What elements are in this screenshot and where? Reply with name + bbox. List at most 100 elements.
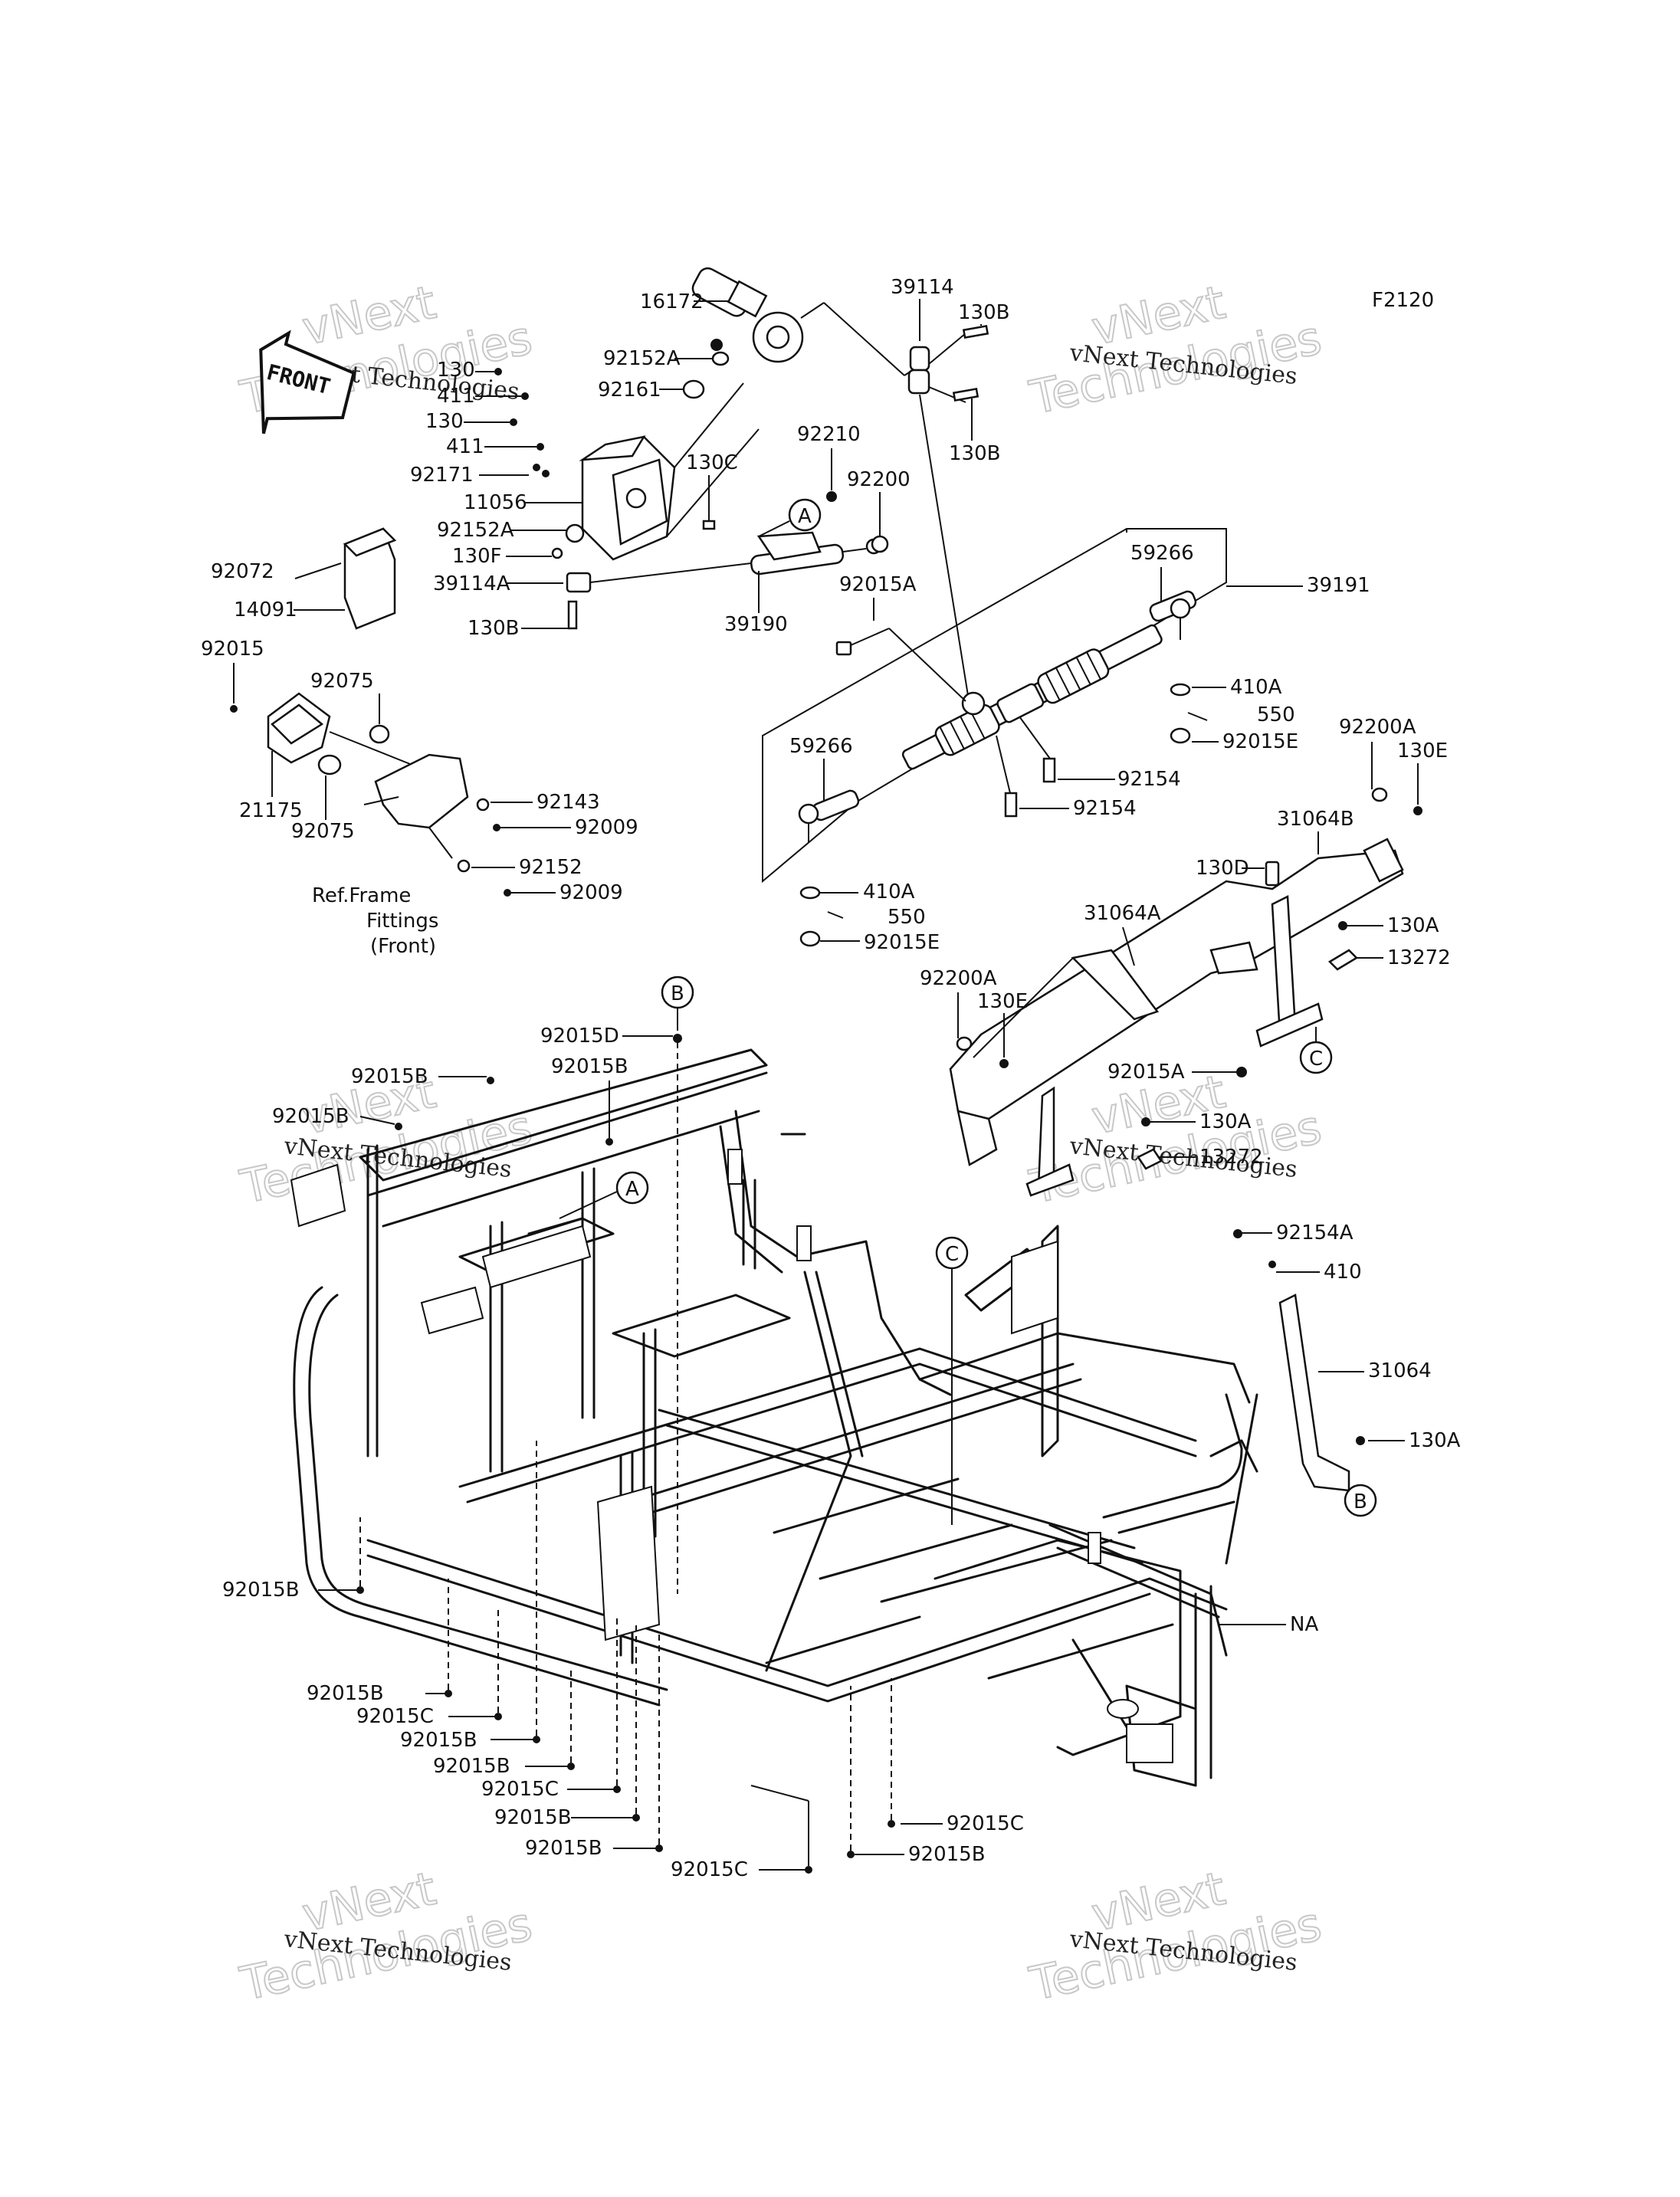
universal-joint-39114	[907, 333, 970, 706]
svg-text:130: 130	[437, 359, 475, 382]
part-labels: 16172 92152A 92161 130 411 130 411 92171…	[201, 276, 1461, 1881]
svg-text:92015B: 92015B	[525, 1837, 602, 1860]
callout-a-upper: A	[758, 498, 822, 537]
svg-text:92200A: 92200A	[920, 967, 997, 990]
svg-text:92075: 92075	[291, 820, 355, 843]
svg-text:11056: 11056	[464, 491, 527, 514]
svg-text:92161: 92161	[598, 379, 661, 402]
cross-member-31064	[949, 838, 1404, 1197]
svg-text:92009: 92009	[559, 881, 623, 904]
svg-text:130: 130	[425, 410, 464, 433]
svg-text:14091: 14091	[234, 598, 297, 621]
svg-text:92200A: 92200A	[1339, 716, 1416, 739]
svg-text:59266: 59266	[789, 735, 853, 758]
watermark-top-right: vNext Technologies vNext Technologies	[1025, 275, 1327, 426]
svg-text:92072: 92072	[211, 560, 274, 583]
callout-a-lower: A	[559, 1171, 649, 1219]
callout-c-upper: C	[1299, 1027, 1333, 1074]
svg-text:130A: 130A	[1199, 1110, 1252, 1133]
svg-text:31064B: 31064B	[1277, 808, 1354, 831]
svg-text:39190: 39190	[724, 613, 788, 636]
svg-text:130B: 130B	[468, 617, 519, 640]
svg-text:92015C: 92015C	[671, 1858, 748, 1881]
svg-text:Fittings: Fittings	[366, 910, 438, 933]
svg-text:92015E: 92015E	[864, 931, 940, 954]
svg-text:NA: NA	[1290, 1613, 1318, 1636]
svg-text:92015B: 92015B	[908, 1843, 986, 1866]
callout-b-upper: B	[661, 976, 694, 1031]
svg-text:130F: 130F	[452, 545, 502, 568]
svg-text:130D: 130D	[1196, 857, 1249, 880]
svg-text:92200: 92200	[847, 468, 911, 491]
ecu-21175	[230, 692, 490, 873]
frame-fasteners	[318, 1034, 1265, 1874]
svg-text:130B: 130B	[958, 301, 1009, 324]
svg-text:130E: 130E	[977, 990, 1028, 1013]
steering-unit	[691, 267, 917, 376]
svg-text:410: 410	[1324, 1261, 1362, 1284]
watermark-bottom-left: vNext Technologies vNext Technologies	[235, 1861, 538, 2012]
svg-text:(Front): (Front)	[370, 935, 436, 958]
svg-text:C: C	[1309, 1048, 1323, 1071]
svg-text:A: A	[798, 505, 812, 528]
callout-c-lower: C	[935, 1236, 969, 1525]
svg-text:92015B: 92015B	[433, 1755, 510, 1778]
callout-b-lower: B	[1344, 1484, 1377, 1517]
svg-text:92015E: 92015E	[1222, 730, 1298, 753]
svg-text:130C: 130C	[686, 451, 738, 474]
svg-text:B: B	[671, 982, 684, 1005]
svg-text:92015B: 92015B	[272, 1105, 349, 1128]
svg-text:39191: 39191	[1307, 574, 1370, 597]
svg-text:Ref.Frame: Ref.Frame	[312, 884, 411, 907]
svg-text:92154: 92154	[1117, 768, 1181, 791]
module-14091	[294, 527, 397, 630]
svg-text:92015B: 92015B	[551, 1055, 628, 1078]
steering-shaft-39190	[566, 531, 882, 593]
svg-text:A: A	[625, 1178, 639, 1201]
svg-text:92009: 92009	[575, 816, 638, 839]
svg-text:92143: 92143	[536, 791, 600, 814]
svg-text:92152: 92152	[519, 856, 582, 879]
svg-text:B: B	[1354, 1490, 1367, 1513]
svg-text:59266: 59266	[1130, 542, 1194, 565]
steering-rack-39191	[762, 528, 1227, 884]
svg-text:410A: 410A	[1230, 676, 1282, 699]
svg-text:21175: 21175	[239, 799, 303, 822]
svg-text:92171: 92171	[410, 464, 474, 487]
svg-text:16172: 16172	[640, 290, 704, 313]
svg-text:92154A: 92154A	[1276, 1221, 1354, 1244]
main-frame	[290, 1048, 1258, 1787]
svg-text:130E: 130E	[1397, 739, 1448, 762]
svg-text:92152A: 92152A	[603, 347, 681, 370]
svg-text:411: 411	[437, 385, 475, 408]
svg-text:92015B: 92015B	[222, 1579, 300, 1602]
svg-text:411: 411	[446, 435, 484, 458]
svg-text:92015B: 92015B	[400, 1729, 477, 1752]
svg-text:130B: 130B	[949, 442, 1000, 465]
svg-text:92015C: 92015C	[356, 1705, 434, 1728]
svg-text:92015C: 92015C	[947, 1812, 1024, 1835]
svg-text:92075: 92075	[310, 670, 374, 693]
svg-text:92154: 92154	[1073, 797, 1137, 820]
svg-text:92152A: 92152A	[437, 519, 514, 542]
steering-bracket-11056	[579, 382, 760, 561]
svg-text:130A: 130A	[1387, 914, 1439, 937]
svg-text:31064: 31064	[1368, 1359, 1432, 1382]
svg-text:550: 550	[888, 906, 926, 929]
front-arrow-icon: FRONT	[259, 330, 356, 434]
svg-text:92015B: 92015B	[351, 1065, 428, 1088]
svg-text:13272: 13272	[1387, 946, 1451, 969]
svg-text:31064A: 31064A	[1084, 902, 1161, 925]
svg-text:92015: 92015	[201, 638, 264, 661]
svg-text:92015A: 92015A	[1107, 1061, 1185, 1084]
svg-text:13272: 13272	[1199, 1146, 1263, 1169]
hardware-rack	[799, 628, 1208, 947]
svg-text:92015D: 92015D	[540, 1025, 619, 1048]
svg-text:39114A: 39114A	[433, 572, 510, 595]
svg-text:550: 550	[1257, 703, 1295, 726]
svg-text:92015B: 92015B	[307, 1682, 384, 1705]
svg-text:410A: 410A	[863, 880, 915, 903]
svg-text:92015B: 92015B	[494, 1806, 572, 1829]
svg-text:92015A: 92015A	[839, 573, 917, 596]
